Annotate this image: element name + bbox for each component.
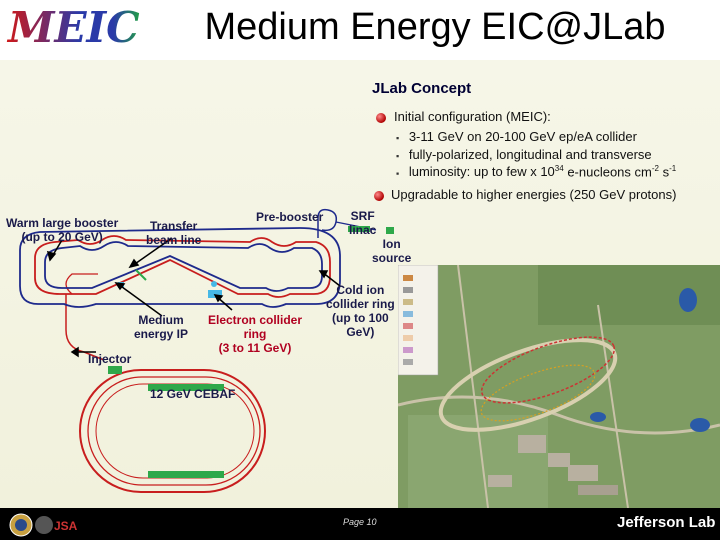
cebaf-south-linac (148, 471, 224, 478)
bullet-initial-config: Initial configuration (MEIC): (394, 109, 551, 124)
bullet-icon (376, 113, 386, 123)
injector-linac (108, 366, 122, 374)
cebaf-racetrack (79, 366, 266, 493)
page-number: Page 10 (343, 517, 377, 527)
pre-booster (317, 208, 394, 238)
sub-bullet-luminosity: ▪ luminosity: up to few x 1034 e-nucleon… (396, 164, 677, 180)
ion-source-block (386, 227, 394, 234)
sub-bullet-energy: ▪ 3-11 GeV on 20-100 GeV ep/eA collider (396, 129, 637, 144)
jsa-logo-icon: JSA (54, 519, 78, 533)
square-bullet-icon: ▪ (396, 168, 400, 179)
ion-collider-ring (19, 227, 341, 308)
label-warm-booster: Warm large booster(up to 20 GeV) (6, 216, 119, 244)
srf-linac-bar (348, 226, 370, 232)
sub-bullet-polarization: ▪ fully-polarized, longitudinal and tran… (396, 147, 652, 162)
logo-text: MEIC (6, 3, 140, 50)
ip-marker (211, 281, 217, 287)
slide-title: Medium Energy EIC@JLab (204, 6, 666, 48)
callout-arrows (46, 237, 341, 358)
footer-bar (0, 508, 720, 540)
jsa-logo-icon (35, 516, 53, 534)
bullet-upgradable: Upgradable to higher energies (250 GeV p… (391, 187, 677, 202)
square-bullet-icon: ▪ (396, 151, 400, 161)
cebaf-north-linac (148, 384, 224, 391)
campus-map (398, 265, 720, 508)
ip-marker (208, 290, 222, 298)
concept-subtitle: JLab Concept (372, 80, 472, 97)
accelerator-diagram (19, 208, 394, 493)
label-injector: Injector (88, 352, 132, 366)
footer-logos: JSA (9, 513, 78, 537)
meic-logo: MEIC (2, 2, 150, 52)
label-pre-booster: Pre-booster (256, 210, 324, 224)
label-cebaf: 12 GeV CEBAF (150, 387, 236, 401)
bullet-icon (374, 191, 384, 201)
square-bullet-icon: ▪ (396, 133, 400, 143)
warm-booster-ring (19, 227, 341, 308)
doe-seal-icon (15, 519, 27, 531)
jefferson-lab-logo: Jefferson Lab (617, 514, 716, 531)
transfer-beamline-segment (135, 269, 147, 281)
